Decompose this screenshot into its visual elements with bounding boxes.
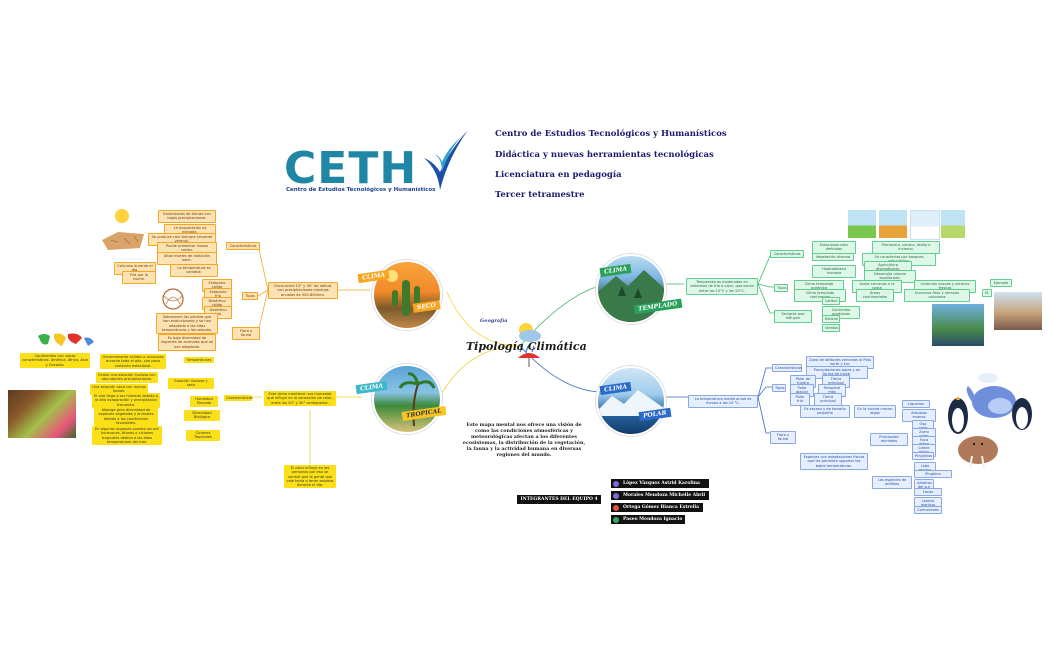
team-member-4-name: Paseo Mendoza Ignacio bbox=[623, 517, 683, 522]
tropical-caracteristicas[interactable]: Características bbox=[224, 395, 253, 402]
seco-flora[interactable]: Flora y fauna bbox=[232, 327, 260, 340]
templado-t-sub-4[interactable]: Inviernos fríos y veranos calurosos bbox=[904, 289, 970, 302]
season-winter-image bbox=[910, 210, 940, 240]
team-member-2-name: Morales Mendoza Michelle Abril bbox=[623, 493, 706, 498]
tropical-label-3[interactable]: Humedad Elevada bbox=[190, 396, 218, 407]
templado-t-sub-5[interactable]: Ejemplo bbox=[990, 279, 1012, 288]
polar-animal-2[interactable]: Arbustos enanos bbox=[902, 409, 936, 422]
templado-city-image-2 bbox=[994, 292, 1042, 330]
member-2-avatar-icon bbox=[613, 492, 619, 499]
polar-animal-9[interactable]: Pingüino bbox=[914, 470, 952, 479]
polar-f-item-2[interactable]: Especies con adaptaciones físicas que le… bbox=[800, 453, 868, 470]
tropical-bottom[interactable]: El calor influye en las personas por eso… bbox=[284, 465, 336, 489]
polar-caracteristicas[interactable]: Características bbox=[772, 364, 802, 373]
desert-illustration-icon bbox=[102, 209, 144, 250]
templado-t-sub-2[interactable]: Áreas continentales bbox=[856, 289, 894, 302]
tumbleweed-icon bbox=[162, 288, 184, 310]
seco-f-item-2[interactable]: Es bajo diversidad de especies de animal… bbox=[158, 334, 216, 351]
team-member-4: Paseo Mendoza Ignacio bbox=[611, 515, 685, 524]
templado-t-sub-6[interactable]: EL bbox=[982, 289, 992, 298]
templado-factores[interactable]: Factores que influyen bbox=[774, 310, 812, 323]
tropical-detail-4[interactable]: El aire llega a ser húmedo debido a la a… bbox=[92, 393, 160, 408]
polar-tipos[interactable]: Tipos bbox=[772, 384, 786, 393]
seco-c-item-5[interactable]: Altos niveles de radiación solar. bbox=[157, 252, 217, 265]
tropical-flora-image bbox=[8, 390, 76, 438]
member-3-avatar-icon bbox=[613, 504, 619, 511]
team-member-1: López Vázquez Astrid Karolina bbox=[611, 479, 709, 488]
tropical-detail-5[interactable]: Alberga gran diversidad de especies vege… bbox=[94, 407, 158, 427]
polar-c-item-2[interactable]: Precipitaciones bajas y en forma de niev… bbox=[806, 366, 868, 379]
tropical-label-5[interactable]: Ciclones Tropicales bbox=[186, 430, 220, 441]
central-title: Tipología Climática bbox=[466, 340, 587, 353]
templado-c-item-2[interactable]: Vegetación diversa bbox=[812, 253, 854, 262]
polar-f-item-1[interactable]: Es escasa y de tamaño pequeño bbox=[800, 405, 850, 418]
team-member-2: Morales Mendoza Michelle Abril bbox=[611, 491, 709, 500]
logo-subtitle: Centro de Estudios Tecnológicos y Humaní… bbox=[286, 187, 436, 193]
tropical-main[interactable]: Este clima mantiene una humedad que infl… bbox=[264, 391, 336, 406]
seco-caracteristicas[interactable]: Características bbox=[226, 242, 260, 251]
tropical-left-note[interactable]: Continentes con zonas características: A… bbox=[20, 353, 90, 368]
member-4-avatar-icon bbox=[613, 516, 619, 523]
logo-text: CETH bbox=[284, 143, 418, 194]
polar-flora[interactable]: Flora y fauna bbox=[770, 431, 796, 444]
templado-c-item-1[interactable]: Estaciones bien definidas bbox=[812, 241, 856, 254]
polar-animal-1[interactable]: Líquenes bbox=[902, 400, 930, 409]
header-line-2: Didáctica y nuevas herramientas tecnológ… bbox=[495, 150, 714, 160]
seco-c-item-6[interactable]: La temperatura es variable. bbox=[170, 264, 218, 277]
season-summer-image bbox=[879, 210, 907, 238]
seco-tipos[interactable]: Tipos bbox=[242, 292, 258, 301]
description-text: Este mapa mental nos ofrece una visión d… bbox=[462, 422, 586, 458]
templado-c-item-3[interactable]: Habitabilidad humana bbox=[812, 265, 856, 278]
templado-f-item-4[interactable]: Vientos bbox=[822, 324, 840, 333]
tropical-detail-6[interactable]: En algunas regiones pueden ocurrir hurac… bbox=[92, 426, 162, 446]
polar-f-sub-1[interactable]: En la tundra crecen algas bbox=[854, 405, 896, 418]
header-line-1: Centro de Estudios Tecnológicos y Humaní… bbox=[495, 129, 727, 139]
central-topic[interactable]: Geografía Tipología Climática bbox=[466, 312, 587, 372]
seco-f-item-1[interactable]: Sobreviven las plantas que han evolucion… bbox=[156, 313, 218, 335]
weather-icon bbox=[518, 323, 541, 367]
season-spring-image bbox=[848, 210, 876, 238]
member-1-avatar-icon bbox=[613, 480, 619, 487]
seco-c-item-1[interactable]: Extensiones de tierras con bajas precipi… bbox=[158, 210, 216, 223]
team-member-3-name: Ortega Gómez Bianca Estrella bbox=[623, 505, 699, 510]
polar-animal-7[interactable]: Pingüinos bbox=[912, 452, 934, 461]
polar-t-item-3[interactable]: Polar frío bbox=[790, 393, 810, 406]
templado-tipos[interactable]: Tipos bbox=[774, 284, 788, 293]
tropical-label-4[interactable]: Diversidad Biológica bbox=[184, 410, 220, 421]
tropical-detail-2[interactable]: Existe una estación lluviosa con abundan… bbox=[96, 372, 158, 383]
templado-city-image-1 bbox=[932, 304, 984, 346]
polar-f-sub-2[interactable]: Principales animales bbox=[870, 433, 908, 446]
logo-swoosh-icon bbox=[424, 130, 468, 190]
central-small-label: Geografía bbox=[480, 318, 508, 324]
tropical-label-1[interactable]: Temperaturas bbox=[184, 357, 214, 364]
hub-templado-image bbox=[596, 254, 666, 324]
hub-polar-image bbox=[596, 366, 666, 436]
templado-main[interactable]: Temperaturas moderadas en extremos de fr… bbox=[686, 278, 758, 295]
tropical-detail-3[interactable]: Una estación seca con menos lluvias. bbox=[90, 384, 148, 395]
tropical-label-2[interactable]: Estación lluviosa y seca bbox=[168, 378, 214, 389]
header-line-3: Licenciatura en pedagogía bbox=[495, 170, 622, 180]
polar-f-sub-3[interactable]: Los especies de anfibios bbox=[872, 476, 912, 489]
season-autumn-image bbox=[941, 210, 965, 238]
header-line-4: Tercer tetramestre bbox=[495, 190, 585, 200]
team-label: INTEGRANTES DEL EQUIPO 4 bbox=[517, 495, 601, 504]
world-map-icon bbox=[38, 333, 94, 346]
polar-animal-11[interactable]: Focas bbox=[914, 488, 942, 497]
hub-tropical-image bbox=[372, 364, 442, 434]
tropical-detail-1[interactable]: Generalmente cálidas o calurosas durante… bbox=[100, 354, 166, 369]
polar-t-sub-3[interactable]: Tierra principal bbox=[814, 393, 842, 406]
seco-main[interactable]: Clima entre 15° y 30° de latitud, con pr… bbox=[268, 282, 338, 299]
templado-f-item-1[interactable]: Latitud bbox=[822, 297, 840, 306]
polar-main[interactable]: La temperatura media anual es menos a lo… bbox=[688, 395, 758, 408]
team-member-1-name: López Vázquez Astrid Karolina bbox=[623, 481, 700, 486]
templado-c-sub-1[interactable]: Primavera, verano, otoño e invierno. bbox=[872, 241, 940, 254]
team-member-3: Ortega Gómez Bianca Estrella bbox=[611, 503, 703, 512]
polar-animals-illustration-icon bbox=[948, 373, 1032, 469]
polar-animal-13[interactable]: Cormoranes bbox=[914, 506, 942, 515]
templado-f-item-3[interactable]: Relieve bbox=[822, 315, 840, 324]
templado-caracteristicas[interactable]: Características bbox=[770, 250, 804, 259]
seco-c-left-2[interactable]: Fría por la noche. bbox=[122, 271, 156, 284]
